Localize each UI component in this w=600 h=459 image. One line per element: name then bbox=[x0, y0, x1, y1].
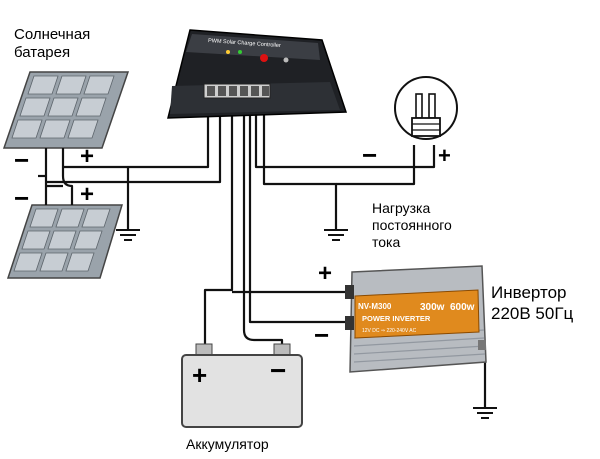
inverter-power-600: 600w bbox=[450, 302, 475, 313]
inverter-model: NV-M300 bbox=[358, 302, 392, 311]
load-plus-sign: + bbox=[438, 143, 451, 168]
inverter-brand: POWER INVERTER bbox=[362, 314, 431, 323]
load-minus-sign: − bbox=[362, 140, 378, 170]
battery-plus-sign: + bbox=[192, 360, 208, 390]
battery-label: Аккумулятор bbox=[186, 436, 269, 452]
solar-panel-label: Солнечная батарея bbox=[14, 26, 91, 61]
ground-icon bbox=[473, 407, 497, 419]
dc-load-label: Нагрузка постоянного тока bbox=[372, 200, 452, 250]
panel-bottom-minus-sign: − bbox=[14, 183, 30, 213]
inverter-icon bbox=[345, 265, 487, 373]
controller-title: PWM Solar Charge Controller bbox=[208, 38, 281, 49]
light-bulb-icon bbox=[394, 76, 458, 140]
wires bbox=[38, 108, 487, 408]
battery-icon bbox=[181, 343, 303, 428]
solar-panel-bottom bbox=[6, 204, 124, 279]
inverter-minus-sign: − bbox=[314, 320, 330, 350]
inverter-power-300: 300w bbox=[420, 302, 445, 313]
ground-icon bbox=[324, 229, 348, 241]
solar-panel-top bbox=[2, 71, 130, 149]
inverter-spec: 12V DC ⇒ 220-240V AC bbox=[362, 328, 417, 334]
ground-icon bbox=[116, 229, 140, 241]
charge-controller-icon bbox=[167, 29, 348, 119]
battery-minus-sign: − bbox=[270, 355, 287, 386]
inverter-plus-sign: + bbox=[318, 260, 333, 287]
panel-top-minus-sign: − bbox=[14, 145, 30, 175]
panel-top-plus-sign: + bbox=[80, 143, 95, 170]
inverter-label: Инвертор 220В 50Гц bbox=[491, 283, 574, 324]
panel-bottom-plus-sign: + bbox=[80, 181, 95, 208]
